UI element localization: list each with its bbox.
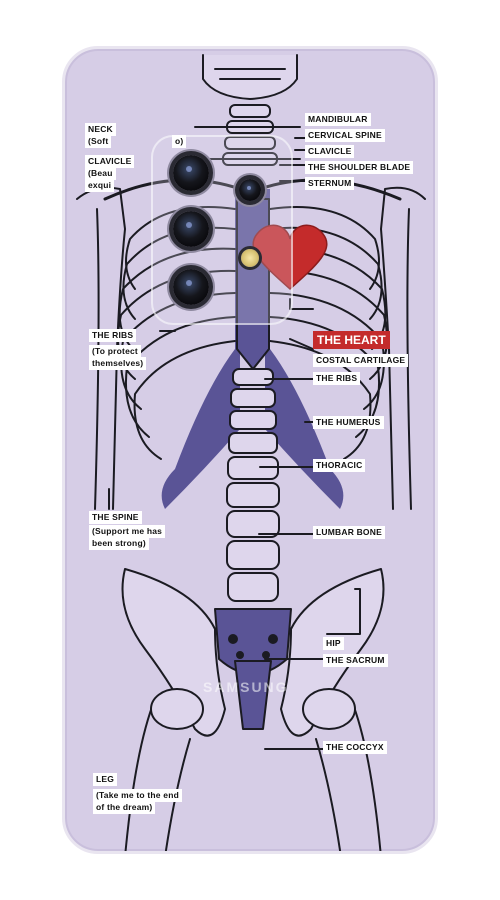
label-hip: HIP <box>323 637 344 650</box>
label-leg-sub1: (Take me to the end <box>93 789 182 802</box>
label-neck-sub-end: o) <box>172 135 187 148</box>
label-clavicle-left: CLAVICLE <box>85 155 135 168</box>
label-clavicle-left-sub2: exqui <box>85 179 115 192</box>
label-neck-sub: (Soft <box>85 135 112 148</box>
label-shoulder-blade: THE SHOULDER BLADE <box>305 161 414 174</box>
phone-case: NECK (Soft CLAVICLE (Beau exqui o) THE R… <box>62 46 438 854</box>
label-heart: THE HEART <box>313 331 390 349</box>
label-sternum: STERNUM <box>305 177 355 190</box>
label-mandibular: MANDIBULAR <box>305 113 371 126</box>
label-thoracic: THORACIC <box>313 459 366 472</box>
label-spine-sub1: (Support me has <box>89 525 166 538</box>
label-spine-sub2: been strong) <box>89 537 149 550</box>
label-sacrum: THE SACRUM <box>323 654 388 667</box>
label-ribs-left-sub1: (To protect <box>89 345 141 358</box>
label-clavicle-left-sub1: (Beau <box>85 167 116 180</box>
label-costal-cartilage: COSTAL CARTILAGE <box>313 354 409 367</box>
camera-lens-icon <box>173 211 209 247</box>
label-humerus: THE HUMERUS <box>313 416 384 429</box>
camera-lens-icon <box>239 179 261 201</box>
label-cervical-spine: CERVICAL SPINE <box>305 129 385 142</box>
brand-logo: SAMSUNG <box>203 679 289 695</box>
camera-lens-icon <box>173 269 209 305</box>
label-lumbar-bone: LUMBAR BONE <box>313 526 385 539</box>
label-clavicle: CLAVICLE <box>305 145 355 158</box>
label-leg-sub2: of the dream) <box>93 801 156 814</box>
camera-module <box>151 135 293 325</box>
label-ribs-left-sub2: themselves) <box>89 357 147 370</box>
camera-lens-icon <box>173 155 209 191</box>
label-neck: NECK <box>85 123 116 136</box>
label-coccyx: THE COCCYX <box>323 741 387 754</box>
flash-icon <box>241 249 259 267</box>
label-ribs-left: THE RIBS <box>89 329 137 342</box>
label-spine: THE SPINE <box>89 511 142 524</box>
label-leg: LEG <box>93 773 118 786</box>
label-ribs-right: THE RIBS <box>313 372 361 385</box>
